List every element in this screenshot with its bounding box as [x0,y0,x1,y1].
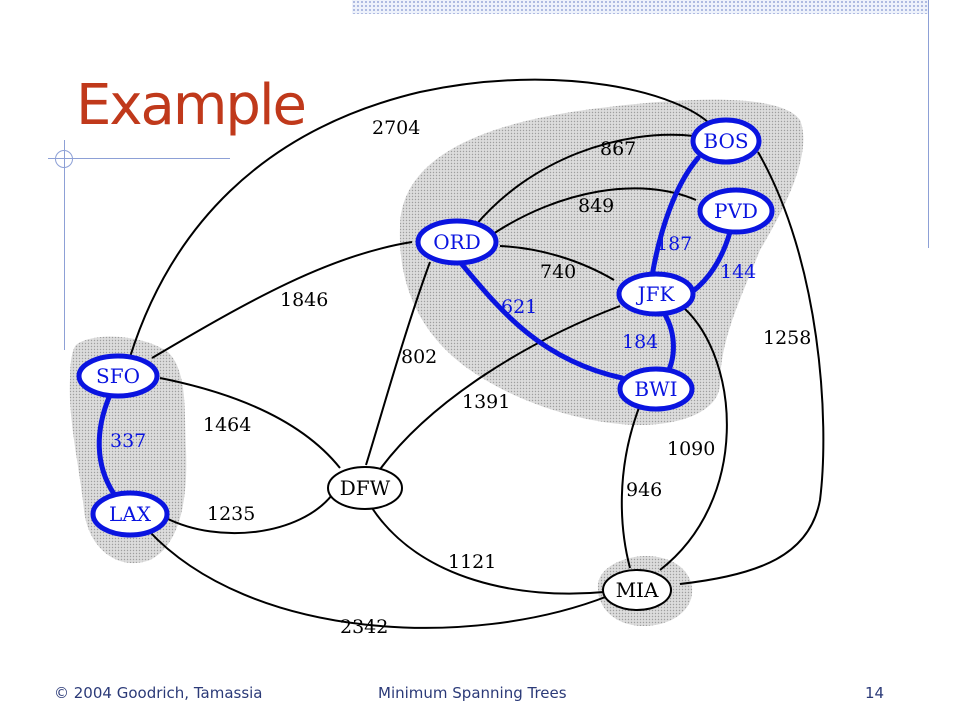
weight-ord-bwi: 621 [501,296,537,318]
edge-ord-dfw [365,261,431,466]
edge-dfw-mia [371,507,605,595]
node-jfk: JFK [616,271,696,317]
weight-ord-bos: 867 [600,138,636,160]
weight-ord-dfw: 802 [401,346,437,368]
edge-bwi-mia [620,404,641,569]
edge-lax-dfw [165,494,333,535]
edge-jfk-mia [659,307,728,571]
graph-nodes: BOS PVD ORD JFK BWI SFO LAX DFW [76,117,775,611]
right-decoration-rule [928,0,929,248]
top-decoration-band [352,0,928,14]
node-pvd: PVD [697,187,775,235]
node-ord: ORD [415,218,499,266]
node-mia-label: MIA [616,578,659,602]
weight-bwi-mia: 946 [626,479,662,501]
edge-jfk-dfw [377,305,621,473]
title-decoration-rule [48,158,230,159]
weight-lax-mia: 2342 [340,616,388,638]
node-jfk-label: JFK [636,282,676,306]
footer-page-number: 14 [865,684,885,702]
edge-weights: 2704 867 849 740 621 187 144 184 1846 80… [110,117,811,638]
edge-sfo-ord [151,241,413,359]
weight-ord-jfk: 740 [540,261,576,283]
weight-sfo-bos: 2704 [372,117,420,139]
weight-bos-mia: 1258 [763,327,811,349]
footer-copyright: © 2004 Goodrich, Tamassia [54,684,263,702]
weight-jfk-dfw: 1391 [462,391,510,413]
node-dfw: DFW [327,466,403,510]
edge-bos-mia [679,151,825,585]
highlighted-edges [96,155,733,497]
node-lax: LAX [90,490,170,538]
node-bos: BOS [690,117,762,165]
tree-edge-pvd-jfk [689,229,733,295]
tree-edge-sfo-lax [96,392,117,497]
weight-jfk-mia: 1090 [667,438,715,460]
slide-title: Example [76,73,307,138]
edge-ord-jfk [499,245,615,281]
node-sfo-label: SFO [96,364,140,388]
weight-sfo-lax: 337 [110,430,146,452]
node-mia: MIA [602,569,672,611]
cloud-east [399,99,804,426]
node-ord-label: ORD [433,230,481,254]
node-sfo: SFO [76,353,160,399]
left-decoration-rule [64,140,65,350]
node-lax-label: LAX [109,502,152,526]
weight-bos-jfk: 187 [656,233,692,255]
node-bwi-label: BWI [634,377,677,401]
edge-lax-mia [147,529,609,629]
tree-edge-ord-bwi [457,259,625,381]
node-bwi: BWI [617,366,695,412]
weight-lax-dfw: 1235 [207,503,255,525]
edge-ord-bos [474,133,695,227]
footer-course-title: Minimum Spanning Trees [378,684,567,702]
weight-pvd-jfk: 144 [720,261,756,283]
node-dfw-label: DFW [340,476,391,500]
title-decoration-circle [55,150,73,168]
weight-sfo-ord: 1846 [280,289,328,311]
edge-sfo-bos [129,78,713,358]
weight-sfo-dfw: 1464 [203,414,251,436]
node-pvd-label: PVD [714,199,758,223]
weight-dfw-mia: 1121 [448,551,496,573]
weight-jfk-bwi: 184 [622,331,658,353]
edge-sfo-dfw [159,377,341,469]
tree-edge-bos-jfk [649,155,701,279]
node-bos-label: BOS [703,129,748,153]
weight-ord-pvd: 849 [578,195,614,217]
